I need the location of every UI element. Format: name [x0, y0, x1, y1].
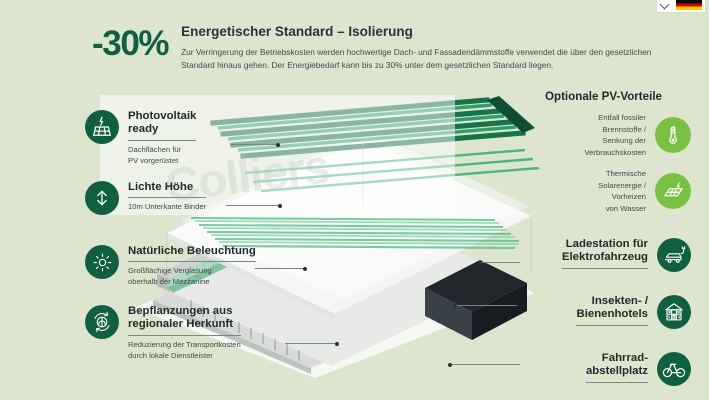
feature-natuerliche-beleuchtung[interactable]: Natürliche Beleuchtung Großflächige Verg… — [85, 245, 281, 287]
leader-line-fahrrad — [448, 362, 520, 367]
divider — [561, 267, 648, 269]
feature-insektenhotels[interactable]: Insekten- / Bienenhotels — [503, 295, 691, 329]
hero-percentage: -30% — [92, 24, 170, 63]
pv-benefit-entfall-fossiler-brennstoffe[interactable]: Entfall fossiler Brennstoffe / Senkung d… — [516, 112, 691, 158]
divider — [128, 261, 256, 263]
plant-recycle-icon — [85, 305, 119, 339]
divider — [585, 381, 648, 383]
leader-line-insektenhotels — [453, 303, 517, 308]
pv-benefit-label: Entfall fossiler Brennstoffe / Senkung d… — [584, 113, 646, 157]
optional-pv-benefits-group: Optionale PV-Vorteile Entfall fossiler B… — [516, 90, 691, 224]
feature-fahrradabstellplatz[interactable]: Fahrrad- abstellplatz — [503, 352, 691, 386]
feature-ladestation-elektrofahrzeug[interactable]: Ladestation für Elektrofahrzeug — [503, 238, 691, 272]
feature-title: Bepflanzungen aus regionaler Herkunft — [128, 305, 234, 331]
header-description: Zur Verringerung der Betriebskosten werd… — [181, 46, 652, 71]
feature-subtitle: Großflächige Verglasung oberhalb der Mez… — [128, 266, 212, 287]
feature-title: Insekten- / Bienenhotels — [576, 295, 648, 321]
pv-benefit-thermische-solarenergie[interactable]: Thermische Solarenergie / Vorheizen von … — [516, 168, 691, 214]
feature-title: Natürliche Beleuchtung — [128, 245, 256, 257]
chevron-down-icon — [661, 1, 670, 10]
feature-title: Photovoltaik ready — [128, 110, 197, 136]
feature-title: Fahrrad- abstellplatz — [585, 352, 648, 378]
language-selector[interactable] — [656, 0, 706, 13]
solar-panel-icon — [85, 110, 119, 144]
feature-subtitle: 10m Unterkante Binder — [128, 202, 207, 212]
pv-group-heading: Optionale PV-Vorteile — [544, 90, 663, 103]
feature-subtitle: Dachflächen für PV vorgerüstet — [128, 144, 182, 165]
insect-hotel-icon — [657, 295, 691, 329]
sun-icon — [85, 245, 119, 279]
leader-line-ladestation — [478, 260, 520, 265]
feature-bepflanzungen[interactable]: Bepflanzungen aus regionaler Herkunft Re… — [85, 305, 285, 361]
solar-thermal-icon — [655, 173, 691, 210]
leader-line-bepflanzungen — [285, 341, 339, 346]
feature-subtitle: Reduzierung der Transportkosten durch lo… — [128, 339, 241, 360]
de-flag-icon — [676, 0, 702, 10]
height-arrow-icon — [85, 181, 119, 215]
divider — [576, 324, 648, 326]
header-text-block: Energetischer Standard – Isolierung Zur … — [181, 21, 659, 72]
feature-lichte-hoehe[interactable]: Lichte Höhe 10m Unterkante Binder — [85, 181, 265, 215]
page-title: Energetischer Standard – Isolierung — [181, 24, 413, 39]
pv-benefit-label: Thermische Solarenergie / Vorheizen von … — [598, 169, 646, 213]
divider — [128, 197, 207, 199]
ev-charging-car-icon — [657, 238, 691, 272]
feature-title: Ladestation für Elektrofahrzeug — [561, 238, 648, 264]
divider — [128, 139, 197, 141]
thermometer-bolt-icon — [655, 117, 691, 154]
divider — [128, 334, 241, 336]
feature-title: Lichte Höhe — [128, 181, 194, 193]
feature-photovoltaik-ready[interactable]: Photovoltaik ready Dachflächen für PV vo… — [85, 110, 265, 166]
bicycle-icon — [657, 352, 691, 386]
leader-line-beleuchtung — [255, 266, 307, 271]
header: -30% Energetischer Standard – Isolierung… — [92, 21, 692, 72]
